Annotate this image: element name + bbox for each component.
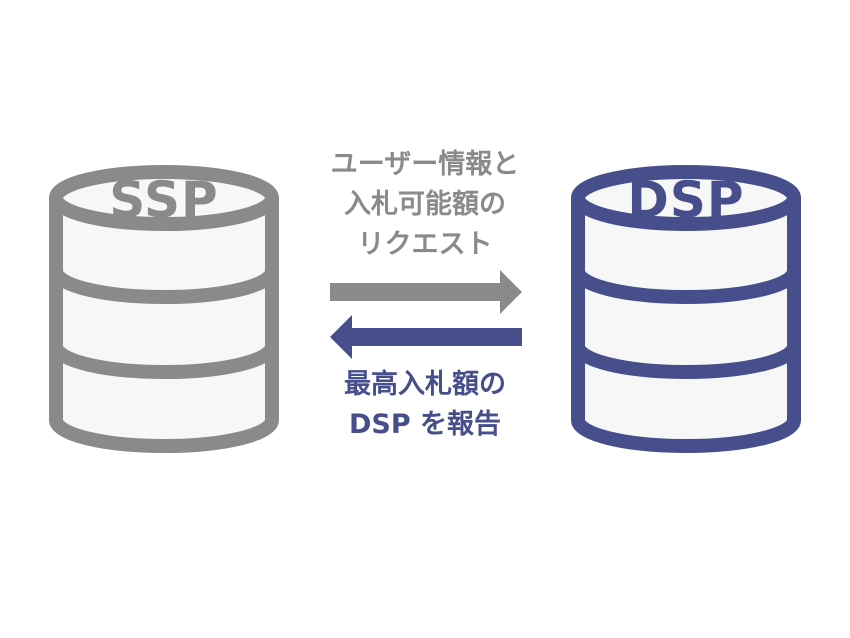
report-message: 最高入札額の DSP を報告	[305, 365, 545, 445]
ssp-cylinder-band-2	[49, 344, 279, 379]
request-arrow-icon	[330, 270, 522, 314]
report-line: 最高入札額の	[344, 369, 506, 400]
request-line: リクエスト	[357, 229, 493, 260]
dsp-cylinder-top	[571, 165, 801, 231]
report-arrow-icon	[330, 315, 522, 359]
request-line: 入札可能額の	[344, 189, 506, 220]
ssp-cylinder-top	[49, 165, 279, 231]
report-line: DSP を報告	[348, 409, 502, 440]
ssp-label: SSP	[109, 171, 218, 229]
dsp-label: DSP	[627, 171, 744, 229]
dsp-cylinder-band-2	[571, 344, 801, 379]
request-message: ユーザー情報と 入札可能額の リクエスト	[305, 145, 545, 265]
request-line: ユーザー情報と	[330, 149, 520, 180]
ssp-cylinder-body	[49, 198, 279, 453]
ssp-database-icon: SSP	[49, 165, 279, 453]
ssp-cylinder-band-1	[49, 269, 279, 304]
dsp-database-icon: DSP	[571, 165, 801, 453]
dsp-cylinder-body	[571, 198, 801, 453]
dsp-cylinder-band-1	[571, 269, 801, 304]
